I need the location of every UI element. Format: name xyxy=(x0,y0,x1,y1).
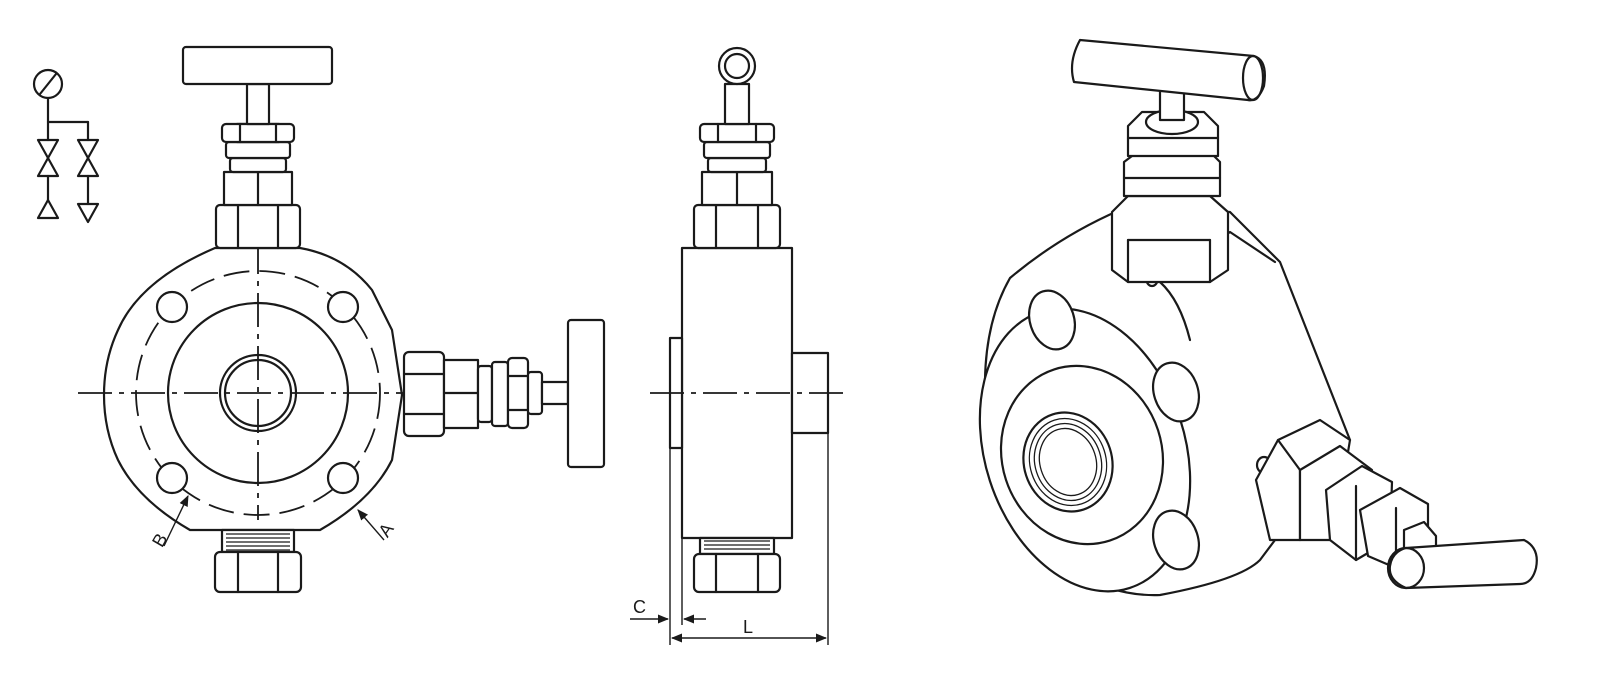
bolt-hole xyxy=(155,290,189,324)
handle-bar xyxy=(1388,538,1538,590)
dimension-L: L xyxy=(670,617,828,643)
dimension-label-B: B xyxy=(148,530,171,550)
dimension-A: A xyxy=(357,509,398,541)
iso-top-valve xyxy=(1070,38,1266,284)
bolt-hole xyxy=(1152,509,1200,571)
side-bottom-fitting xyxy=(692,536,782,594)
handle-bar xyxy=(1070,38,1266,102)
front-side-valve xyxy=(402,318,606,469)
dimension-label-C: C xyxy=(633,597,646,617)
iso-side-valve xyxy=(1254,418,1538,590)
handle-bar xyxy=(566,318,606,469)
side-view: C L xyxy=(630,46,850,645)
front-top-valve xyxy=(181,45,334,250)
front-view: A B xyxy=(78,45,606,594)
dimension-C: C xyxy=(630,597,706,624)
side-top-valve xyxy=(692,46,782,250)
handle-bar xyxy=(181,45,334,86)
bolt-hole xyxy=(155,461,189,495)
bolt-hole xyxy=(326,461,360,495)
isometric-view xyxy=(978,38,1538,597)
bolt-hole xyxy=(1028,289,1076,351)
valve-symbol-left xyxy=(36,138,60,220)
bolt-hole xyxy=(326,290,360,324)
front-bottom-fitting xyxy=(213,528,303,594)
valve-symbol-right xyxy=(76,138,100,224)
schematic-symbol xyxy=(32,68,100,224)
front-body xyxy=(102,246,404,532)
dimension-label-A: A xyxy=(374,519,397,540)
dimension-label-L: L xyxy=(743,617,753,637)
bolt-hole xyxy=(1152,361,1200,423)
